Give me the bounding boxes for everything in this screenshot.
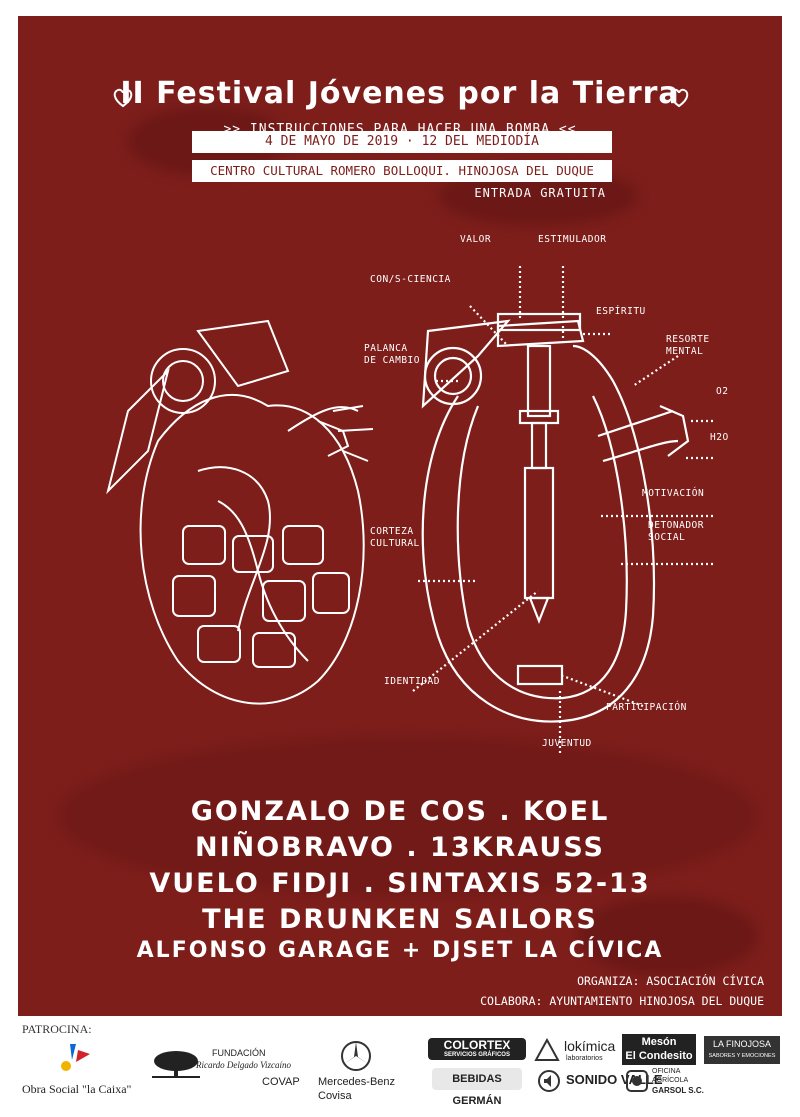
- lokimica-triangle-icon: [534, 1038, 560, 1061]
- oficina-line-3: GARSOL S.C.: [652, 1086, 704, 1095]
- heart-doodle-icon: [669, 88, 689, 108]
- entry-text: ENTRADA GRATUITA: [474, 186, 606, 200]
- mercedes-star-icon: [341, 1041, 371, 1071]
- label-resorte-mental: RESORTE MENTAL: [666, 334, 710, 357]
- meson-line-2: El Condesito: [625, 1050, 693, 1062]
- oficina-line-2: AGRÍCOLA: [652, 1077, 689, 1084]
- label-valor: VALOR: [460, 234, 492, 245]
- finojosa-sub: SABORES Y EMOCIONES: [708, 1053, 776, 1059]
- la-caixa-logo: Obra Social "la Caixa": [22, 1082, 132, 1096]
- oficina-seal-icon: [626, 1070, 648, 1092]
- credit-organiza: ORGANIZA: ASOCIACIÓN CÍVICA: [577, 974, 764, 988]
- colortex-logo: COLORTEX SERVICIOS GRÁFICOS: [428, 1038, 526, 1060]
- meson-logo: Mesón El Condesito: [622, 1034, 696, 1065]
- lineup-line-1: GONZALO DE COS . KOEL: [190, 796, 610, 827]
- oficina-line-1: OFICINA: [652, 1068, 681, 1075]
- date-bar: 4 DE MAYO DE 2019 · 12 DEL MEDIODÍA: [192, 131, 612, 153]
- venue-bar: CENTRO CULTURAL ROMERO BOLLOQUI. HINOJOS…: [192, 160, 612, 182]
- credit-colabora: COLABORA: AYUNTAMIENTO HINOJOSA DEL DUQU…: [480, 994, 764, 1008]
- lineup-line-2: NIÑOBRAVO . 13KRAUSS: [194, 832, 605, 863]
- label-juventud: JUVENTUD: [542, 738, 592, 749]
- fundacion-line-2: Ricardo Delgado Vizcaíno: [196, 1060, 291, 1070]
- colortex-name: COLORTEX: [443, 1038, 511, 1052]
- stain: [578, 896, 758, 976]
- label-conciencia: CON/S-CIENCIA: [370, 274, 451, 285]
- heart-doodle-icon: [113, 88, 133, 108]
- lokimica-sub: laboratorios: [566, 1055, 603, 1062]
- lokimica-logo: lokímica: [564, 1038, 616, 1054]
- label-detonador-social: DETONADOR SOCIAL: [648, 520, 704, 543]
- poster: II Festival Jóvenes por la Tierra >> INS…: [18, 16, 782, 1016]
- meson-line-1: Mesón: [641, 1036, 677, 1048]
- colortex-sub: SERVICIOS GRÁFICOS: [444, 1052, 510, 1058]
- lineup-line-3: VUELO FIDJI . SINTAXIS 52-13: [149, 868, 651, 899]
- heart-grenade-illustration: [106, 319, 374, 705]
- sponsors-label: PATROCINA:: [22, 1022, 92, 1036]
- stain: [58, 736, 758, 896]
- lineup-line-5: ALFONSO GARAGE + DJSET LA CÍVICA: [136, 938, 664, 963]
- mercedes-line-1: Mercedes-Benz: [318, 1076, 396, 1088]
- label-h2o: H2O: [710, 432, 729, 443]
- finojosa-logo: LA FINOJOSA SABORES Y EMOCIONES: [704, 1036, 780, 1064]
- label-corteza-cultural: CORTEZA CULTURAL: [370, 526, 420, 549]
- sonido-speaker-icon: [538, 1070, 560, 1092]
- sonido-valle-logo: SONIDO VALLE: [566, 1072, 663, 1087]
- label-identidad: IDENTIDAD: [384, 676, 440, 687]
- label-palanca-cambio: PALANCA DE CAMBIO: [364, 343, 420, 366]
- fundacion-line-1: FUNDACIÓN: [212, 1048, 266, 1058]
- label-motivacion: MOTIVACIÓN: [642, 488, 705, 499]
- label-estimulador: ESTIMULADOR: [538, 234, 607, 245]
- label-espiritu: ESPÍRITU: [596, 306, 646, 317]
- label-o2: O2: [716, 386, 729, 397]
- bebidas-german-logo: BEBIDAS GERMÁN: [432, 1068, 522, 1107]
- covap-logo: COVAP: [262, 1076, 300, 1088]
- grenade-schematic-diagram: [412, 266, 713, 756]
- label-participacion: PARTICIPACIÓN: [606, 702, 687, 713]
- finojosa-name: LA FINOJOSA: [712, 1039, 772, 1049]
- mercedes-line-2: Covisa: [318, 1090, 352, 1102]
- la-caixa-star-icon: [61, 1044, 90, 1071]
- tree-logo-icon: [152, 1051, 200, 1078]
- lineup-line-4: THE DRUNKEN SAILORS: [202, 904, 598, 935]
- festival-title: II Festival Jóvenes por la Tierra: [120, 76, 680, 111]
